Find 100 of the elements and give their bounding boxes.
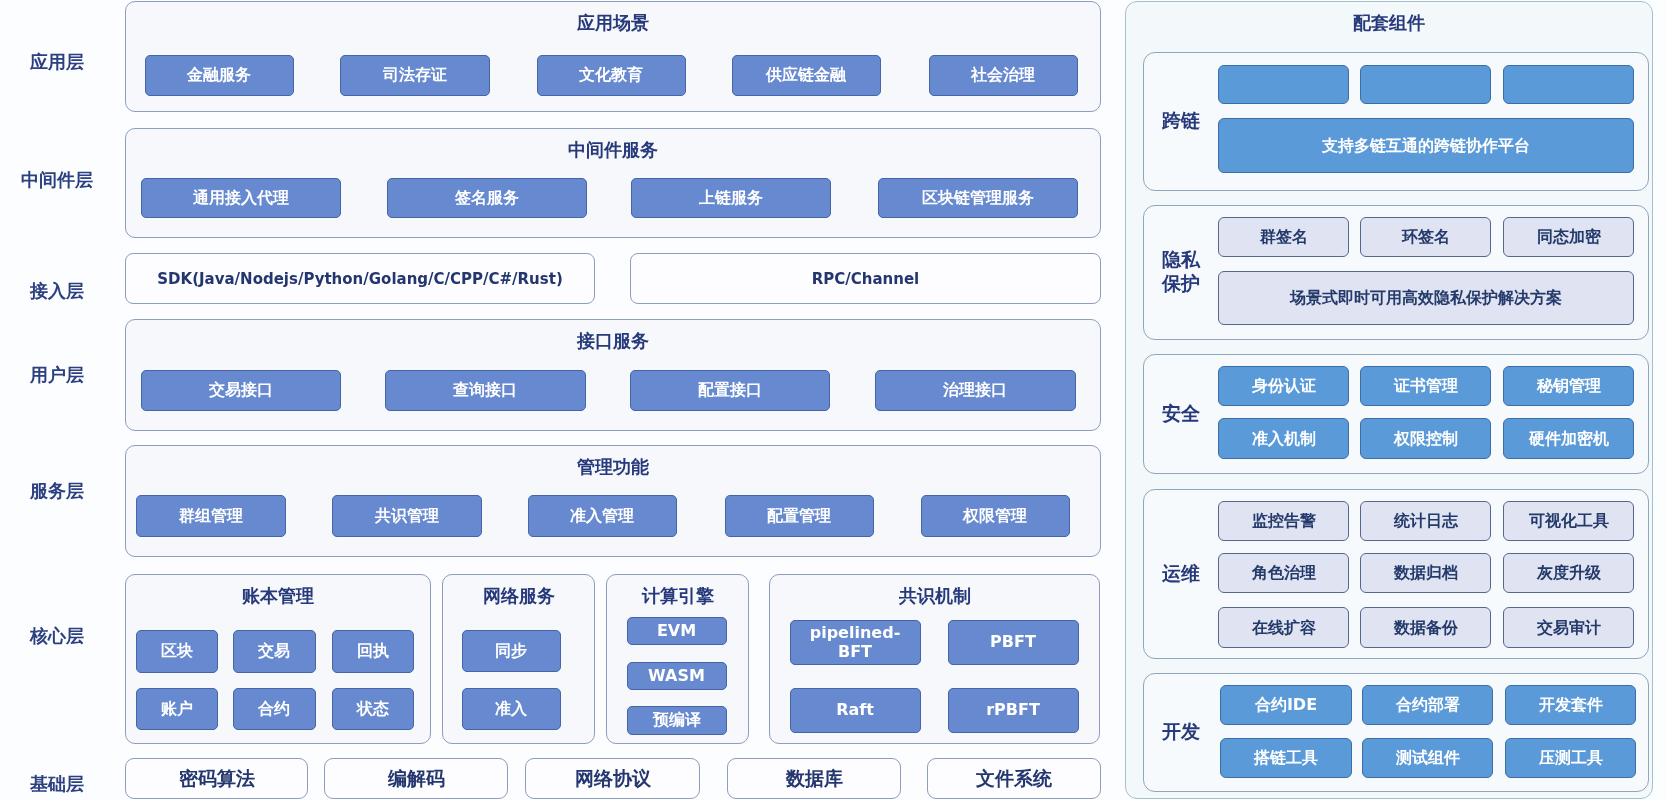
- module-label: 文化教育: [579, 65, 643, 85]
- module-label: 编解码: [387, 767, 445, 790]
- category-panel: [1142, 353, 1649, 474]
- module-box: [384, 369, 586, 411]
- module-label: WASM: [648, 665, 705, 686]
- panel-title: 应用场景: [577, 11, 649, 35]
- section-heading: 隐私保护: [1161, 248, 1202, 296]
- section-panel: [125, 128, 1101, 238]
- component-box: [1503, 501, 1634, 541]
- foundation-box: [525, 758, 700, 799]
- module-box: [527, 494, 677, 537]
- category-panel: [1142, 51, 1649, 191]
- section-panel: [442, 574, 595, 744]
- module-label: 压测工具: [1538, 748, 1603, 768]
- module-box: [626, 661, 727, 690]
- module-box: [928, 54, 1078, 96]
- section-panel: [125, 1, 1101, 112]
- module-box: [629, 369, 830, 411]
- module-label: 司法存证: [382, 65, 447, 85]
- module-box: [724, 494, 874, 537]
- category-panel: [1142, 488, 1649, 659]
- section-panel: [1125, 1, 1653, 799]
- module-box: [232, 629, 316, 673]
- module-box: [630, 177, 831, 218]
- component-box: [1362, 738, 1493, 778]
- interface-box: [630, 253, 1101, 304]
- module-label: 权限管理: [963, 505, 1027, 526]
- section-heading: 开发: [1161, 720, 1201, 744]
- module-box: [947, 619, 1079, 665]
- module-box: [339, 54, 490, 96]
- category-panel: [1142, 672, 1649, 792]
- module-label: 准入机制: [1251, 428, 1316, 449]
- module-label: 交易审计: [1536, 617, 1601, 638]
- module-label: 场景式即时可用高效隐私保护解决方案: [1290, 288, 1562, 308]
- section-panel: [606, 574, 749, 744]
- layer-label: 服务层: [30, 479, 84, 503]
- module-label: 角色治理: [1251, 563, 1316, 583]
- component-box: [1218, 217, 1349, 257]
- module-label: 监控告警: [1251, 511, 1316, 531]
- category-panel: [1142, 204, 1649, 340]
- panel-title: 网络服务: [482, 584, 555, 608]
- module-label: Raft: [836, 700, 874, 720]
- module-label: 身份认证: [1251, 376, 1316, 396]
- module-label: 治理接口: [943, 380, 1007, 400]
- module-box: [874, 369, 1076, 411]
- module-box: [461, 687, 561, 730]
- component-box: [1360, 501, 1491, 541]
- module-box: [144, 54, 294, 96]
- component-box: [1360, 607, 1491, 648]
- component-box: [1218, 271, 1634, 325]
- module-label: PBFT: [990, 632, 1036, 652]
- component-box: [1218, 501, 1349, 541]
- module-box: [331, 687, 414, 730]
- module-label: 社会治理: [971, 65, 1035, 85]
- foundation-box: [727, 758, 901, 799]
- module-box: [877, 177, 1078, 218]
- module-label: 密码算法: [178, 767, 255, 790]
- component-box: [1220, 685, 1352, 725]
- component-box: [1360, 217, 1491, 257]
- module-label: 合约部署: [1395, 695, 1460, 715]
- section-heading: 运维: [1161, 561, 1201, 586]
- module-box: [140, 369, 341, 411]
- panel-title: 管理功能: [577, 455, 649, 479]
- section-panel: [125, 574, 431, 744]
- component-box: [1360, 418, 1491, 459]
- module-label: 同步: [495, 640, 527, 661]
- layer-label: 接入层: [30, 279, 84, 303]
- module-label: 网络协议: [574, 767, 651, 790]
- module-label: 硬件加密机: [1528, 428, 1609, 449]
- module-label: 合约: [258, 698, 290, 719]
- module-label: 数据归档: [1393, 563, 1458, 583]
- module-box: [920, 494, 1070, 537]
- module-label: 支持多链互通的跨链协作平台: [1322, 135, 1530, 156]
- panel-title: 接口服务: [577, 329, 649, 353]
- component-box: [1218, 65, 1349, 104]
- module-label: 交易: [258, 641, 290, 661]
- module-box: [626, 616, 727, 645]
- section-heading: 跨链: [1161, 109, 1201, 133]
- component-box: [1218, 553, 1349, 593]
- module-box: [947, 687, 1079, 733]
- component-box: [1218, 366, 1349, 406]
- module-box: [461, 629, 561, 672]
- module-label: 配置接口: [697, 380, 762, 400]
- module-label: 准入管理: [570, 505, 634, 526]
- module-label: 群组管理: [178, 505, 243, 526]
- module-label: 账户: [160, 698, 193, 719]
- module-label: 配置管理: [767, 505, 831, 526]
- component-box: [1220, 738, 1352, 778]
- component-box: [1218, 118, 1634, 173]
- module-label: 数据库: [785, 767, 843, 790]
- component-box: [1503, 65, 1634, 104]
- layer-label: 核心层: [30, 624, 84, 648]
- component-box: [1218, 418, 1349, 459]
- layer-label: 用户层: [30, 363, 84, 387]
- module-label: 在线扩容: [1251, 617, 1316, 638]
- module-label: 秘钥管理: [1536, 376, 1601, 396]
- module-label: 状态: [356, 698, 389, 719]
- module-label: 区块链管理服务: [921, 187, 1034, 208]
- module-label: EVM: [656, 620, 697, 641]
- module-label: 共识管理: [374, 505, 439, 526]
